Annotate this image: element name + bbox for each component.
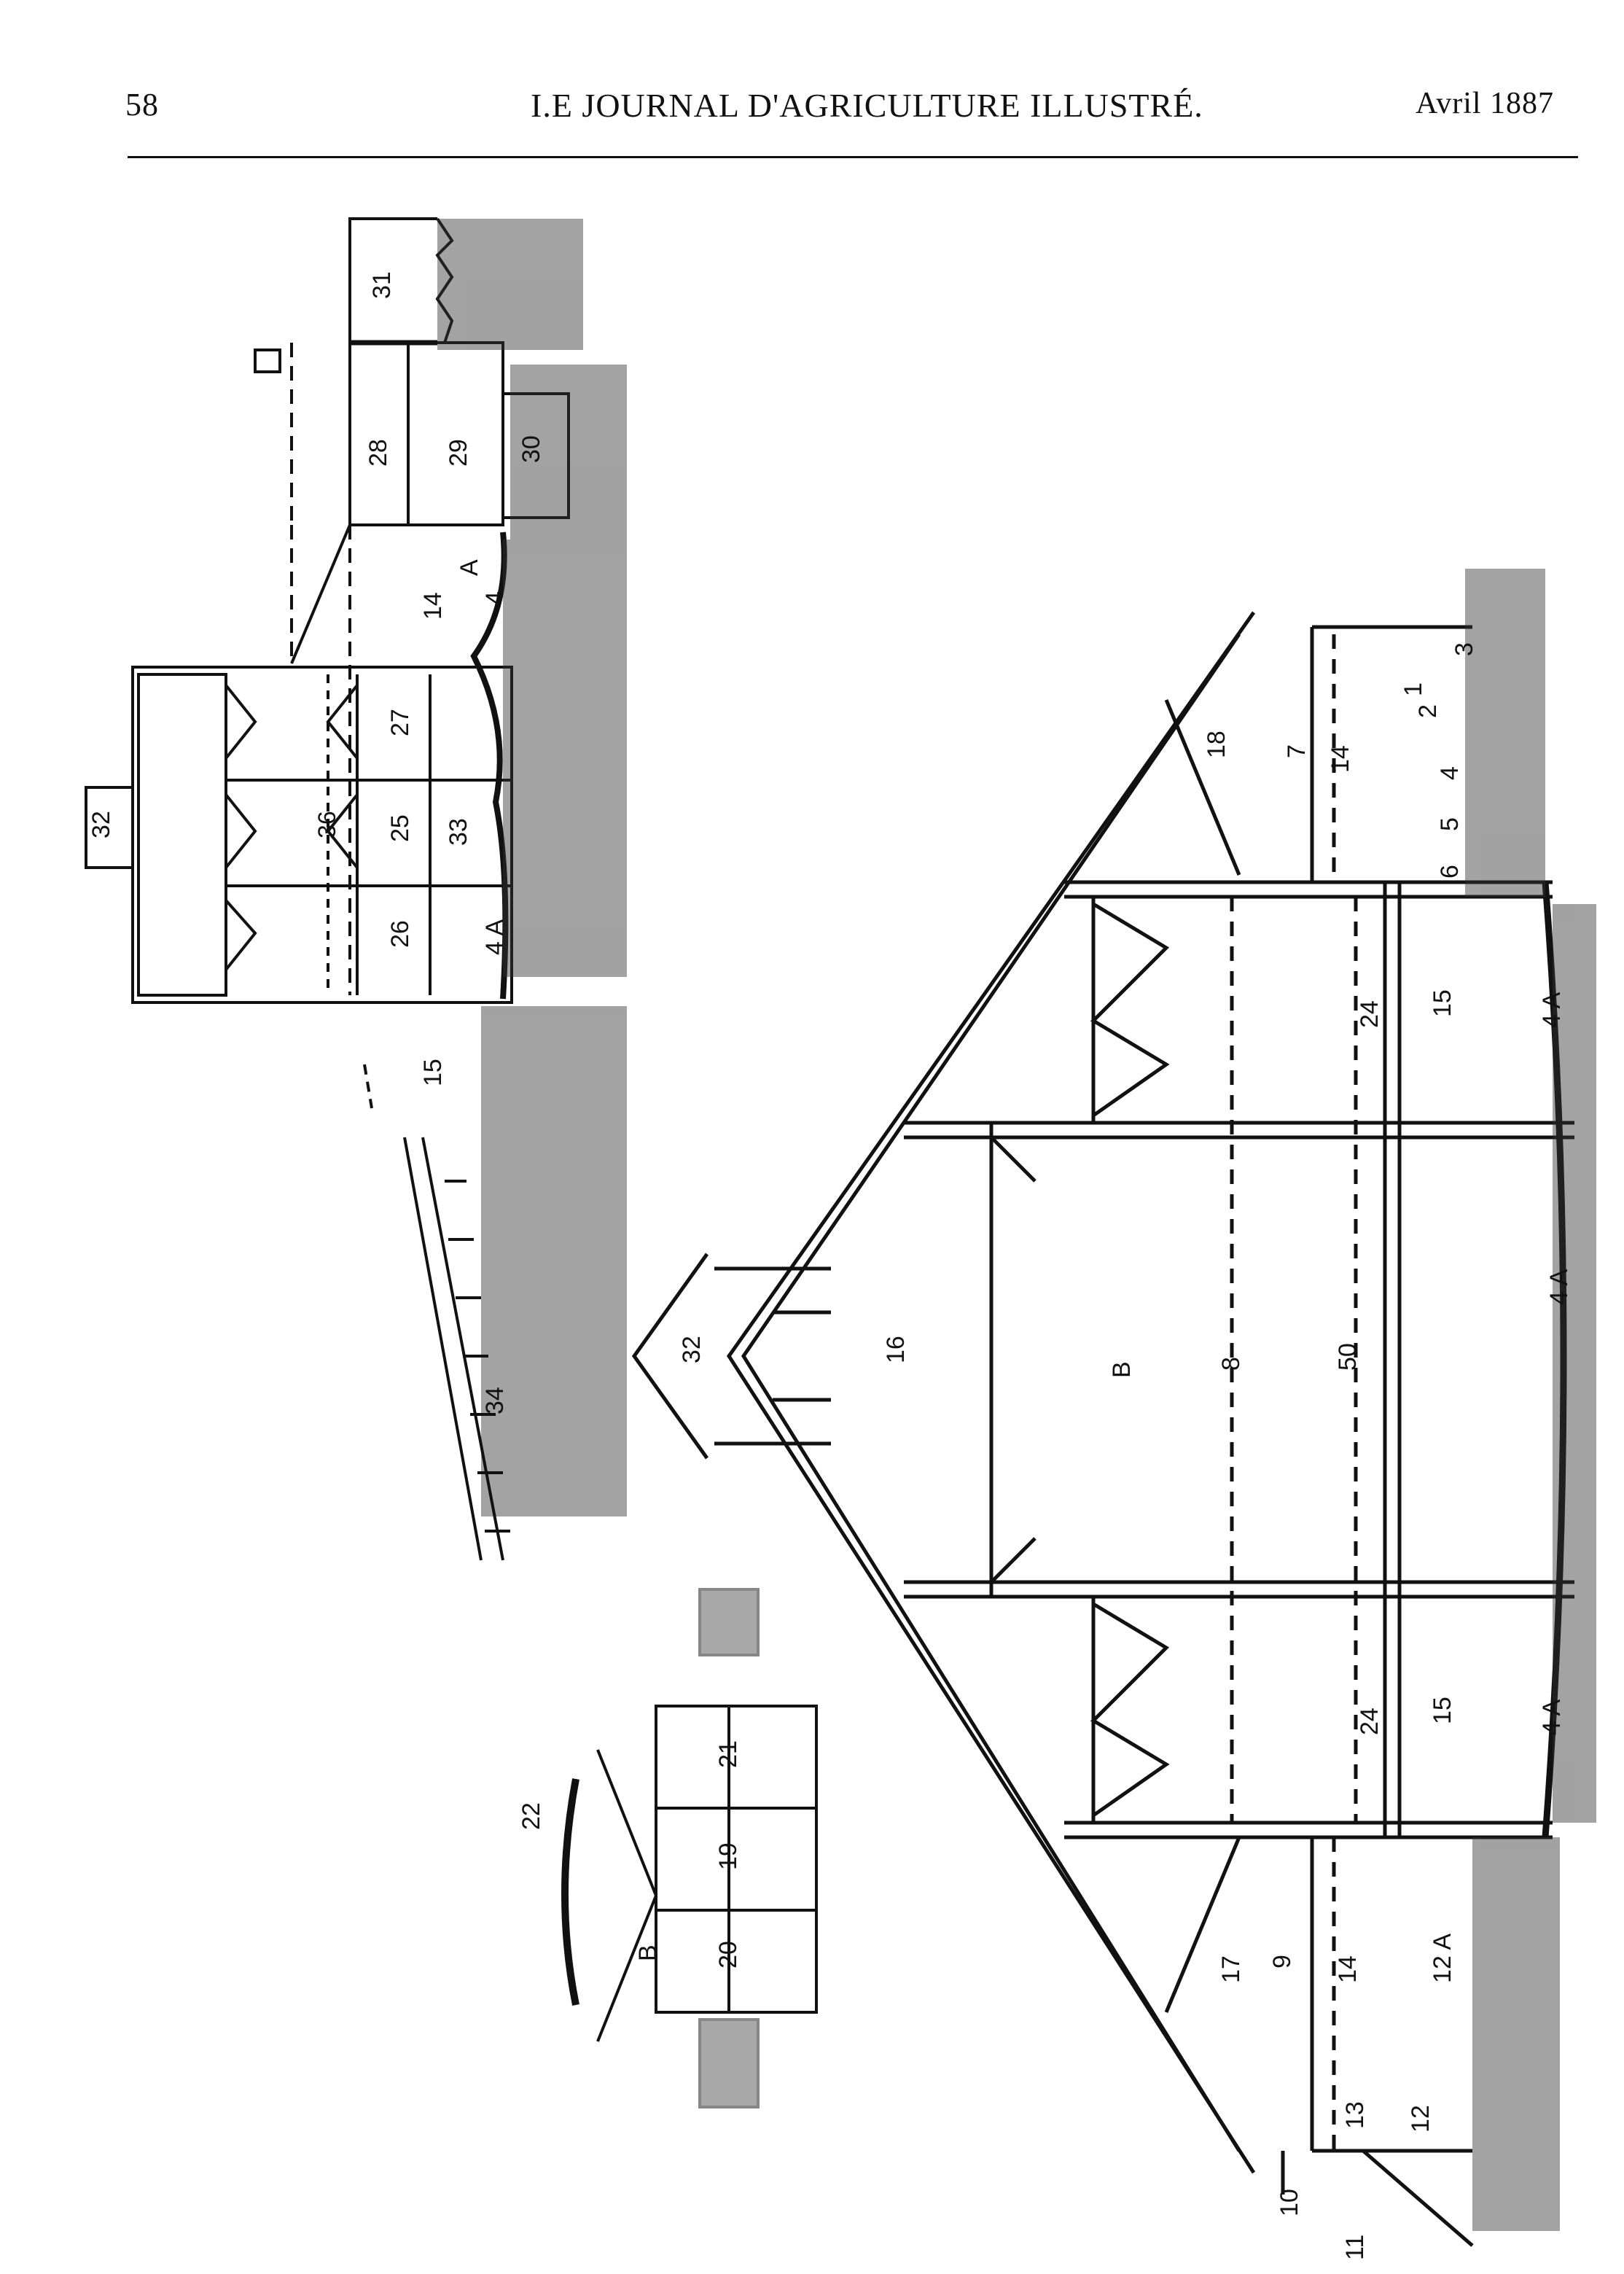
label-26: 26 <box>386 920 414 948</box>
label-32-lantern: 32 <box>678 1336 706 1363</box>
label-10: 10 <box>1276 2189 1303 2216</box>
label-18: 18 <box>1203 731 1230 758</box>
label-34: 34 <box>481 1387 509 1414</box>
label-12a: 12 A <box>1429 1934 1456 1983</box>
label-15-right: 15 <box>1429 989 1456 1017</box>
label-b-main: B <box>1108 1361 1136 1378</box>
label-4-upper: 4 <box>481 591 509 605</box>
label-32-upper: 32 <box>87 811 115 838</box>
label-11: 11 <box>1341 2235 1369 2260</box>
section-roof-band <box>137 673 227 997</box>
label-13: 13 <box>1341 2101 1369 2129</box>
upper-ground-hatching <box>437 219 627 1516</box>
upper-building-section <box>85 217 570 1004</box>
main-barn-section <box>631 611 1574 2247</box>
label-16: 16 <box>882 1336 910 1363</box>
label-14-left: 14 <box>1334 1955 1362 1983</box>
label-28: 28 <box>364 439 392 467</box>
label-1: 1 <box>1399 682 1427 696</box>
label-24-left: 24 <box>1356 1708 1383 1735</box>
label-4a-upper: 4 A <box>481 919 509 955</box>
label-5: 5 <box>1436 817 1464 831</box>
label-29: 29 <box>445 439 472 467</box>
label-3: 3 <box>1451 642 1478 656</box>
label-50: 50 <box>1334 1343 1362 1371</box>
label-4a-right: 4 A <box>1538 992 1566 1028</box>
label-24-right: 24 <box>1356 1000 1383 1028</box>
header-rule <box>128 156 1578 158</box>
label-4a-center: 4 A <box>1545 1269 1573 1305</box>
label-27: 27 <box>386 709 414 736</box>
label-9: 9 <box>1268 1955 1296 1969</box>
label-4a-left: 4 A <box>1538 1699 1566 1735</box>
label-b-small: B <box>634 1944 662 1961</box>
label-15-left: 15 <box>1429 1697 1456 1724</box>
issue-date: Avril 1887 <box>1416 87 1555 120</box>
label-14-right: 14 <box>1327 745 1354 773</box>
page-header: 58 I.E JOURNAL D'AGRICULTURE ILLUSTRÉ. A… <box>0 0 1624 160</box>
label-21: 21 <box>714 1740 742 1768</box>
label-8: 8 <box>1217 1357 1245 1371</box>
label-31: 31 <box>368 271 396 299</box>
label-30: 30 <box>518 435 545 463</box>
label-22: 22 <box>518 1802 545 1830</box>
label-6: 6 <box>1436 865 1464 879</box>
journal-title: I.E JOURNAL D'AGRICULTURE ILLUSTRÉ. <box>531 87 1203 124</box>
label-15-upper: 15 <box>419 1059 447 1086</box>
label-17: 17 <box>1217 1955 1245 1983</box>
figure-labels: 32 36 26 25 27 28 29 30 31 33 14 4 A 4 A… <box>87 271 1573 2260</box>
small-building-section <box>561 1588 818 2108</box>
main-ground-hatching <box>1465 569 1596 2231</box>
label-25: 25 <box>386 814 414 842</box>
label-33: 33 <box>445 818 472 846</box>
label-36: 36 <box>313 811 341 838</box>
label-2: 2 <box>1414 704 1442 718</box>
label-4-right: 4 <box>1436 766 1464 780</box>
label-19: 19 <box>714 1842 742 1870</box>
label-14-upper: 14 <box>419 592 447 620</box>
label-12: 12 <box>1407 2105 1434 2133</box>
label-7: 7 <box>1283 744 1311 758</box>
page-number: 58 <box>125 87 159 122</box>
shed-row-section <box>363 1064 510 1561</box>
label-a-upper: A <box>456 559 483 576</box>
label-20: 20 <box>714 1941 742 1969</box>
